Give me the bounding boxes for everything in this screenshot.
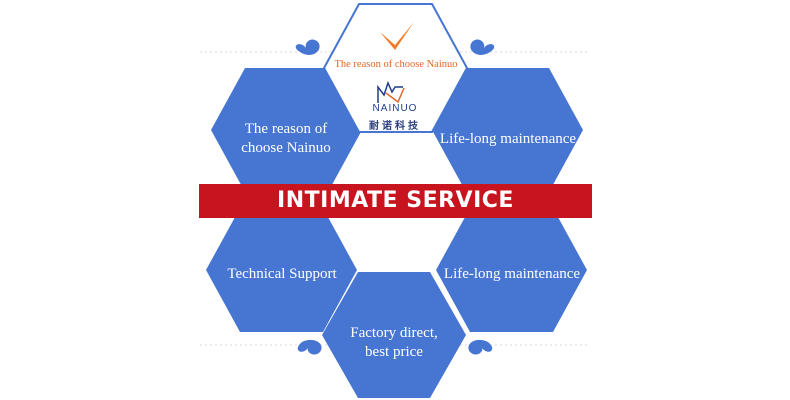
hexagon-bottom-right [436, 208, 587, 332]
hexagon-top-left-label: The reason of choose Nainuo [241, 121, 331, 156]
banner [199, 184, 592, 218]
logo-chinese-name: 耐诺科技 [369, 121, 421, 132]
heart-icon-bottom-left [297, 339, 322, 355]
hexagon-top-left [211, 68, 362, 192]
heart-icon-top-right [470, 39, 495, 55]
hexagon-bottom-center-label: Factory direct, best price [350, 325, 438, 360]
check-icon [380, 22, 414, 50]
heart-icon-bottom-right [468, 339, 493, 355]
hexagon-bottom-center [322, 272, 466, 398]
center-caption: The reason of choose Nainuo [334, 59, 458, 70]
heart-icon-top-left [295, 39, 320, 55]
hexagon-bottom-left-label: Technical Support [227, 266, 337, 282]
banner-title: INTIMATE SERVICE [277, 188, 514, 213]
hexagon-bottom-left [206, 208, 357, 332]
nainuo-logo-icon [377, 80, 405, 104]
logo-wordmark: NAINUO [372, 103, 418, 114]
hexagon-top-right [432, 68, 583, 192]
hexagon-bottom-right-label: Life-long maintenance [443, 266, 581, 282]
hexagon-top-right-label: Life-long maintenance [439, 131, 577, 147]
hexagon-center [322, 3, 469, 133]
